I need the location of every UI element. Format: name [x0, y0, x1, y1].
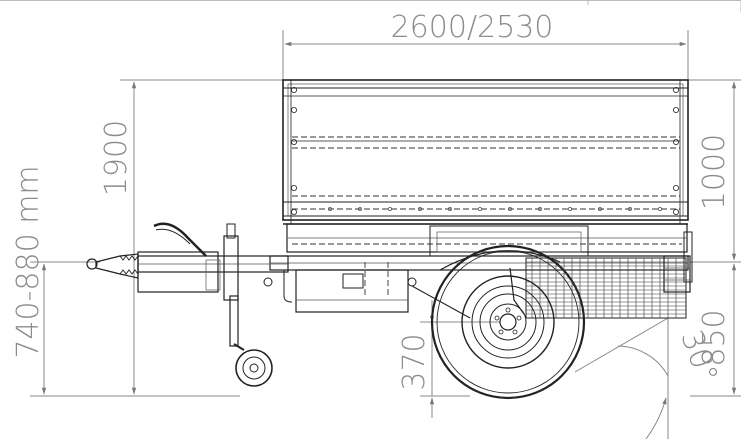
- dimension-box-height-label: 1000: [697, 134, 732, 210]
- dimension-wheel-height-label: 370: [397, 333, 432, 390]
- cargo-box: [282, 79, 689, 225]
- dimension-total-height: 1900: [99, 79, 283, 397]
- dimension-length-label: 2600/2530: [391, 10, 554, 45]
- dimension-drawbar-height-label: 740-880 mm: [11, 165, 46, 358]
- rail-rivets: [328, 207, 662, 211]
- dimension-deck-height-label: 850: [697, 309, 732, 366]
- rear-mesh-panel: [525, 255, 691, 319]
- drawbar: [86, 222, 293, 303]
- dimension-deck-height: 850: [690, 263, 741, 397]
- dimension-box-height: 1000: [688, 79, 741, 263]
- main-wheel: [430, 244, 586, 400]
- dimension-tip-angle: 30°: [574, 317, 724, 439]
- chassis-frame: [269, 223, 693, 319]
- frame-border: [0, 0, 741, 12]
- dimension-length: 2600/2530: [282, 10, 689, 80]
- dimension-total-height-label: 1900: [99, 120, 134, 196]
- dimension-wheel-height: 370: [397, 300, 500, 418]
- jockey-wheel: [223, 223, 273, 387]
- dimension-drawbar-height: 740-880 mm: [11, 165, 120, 397]
